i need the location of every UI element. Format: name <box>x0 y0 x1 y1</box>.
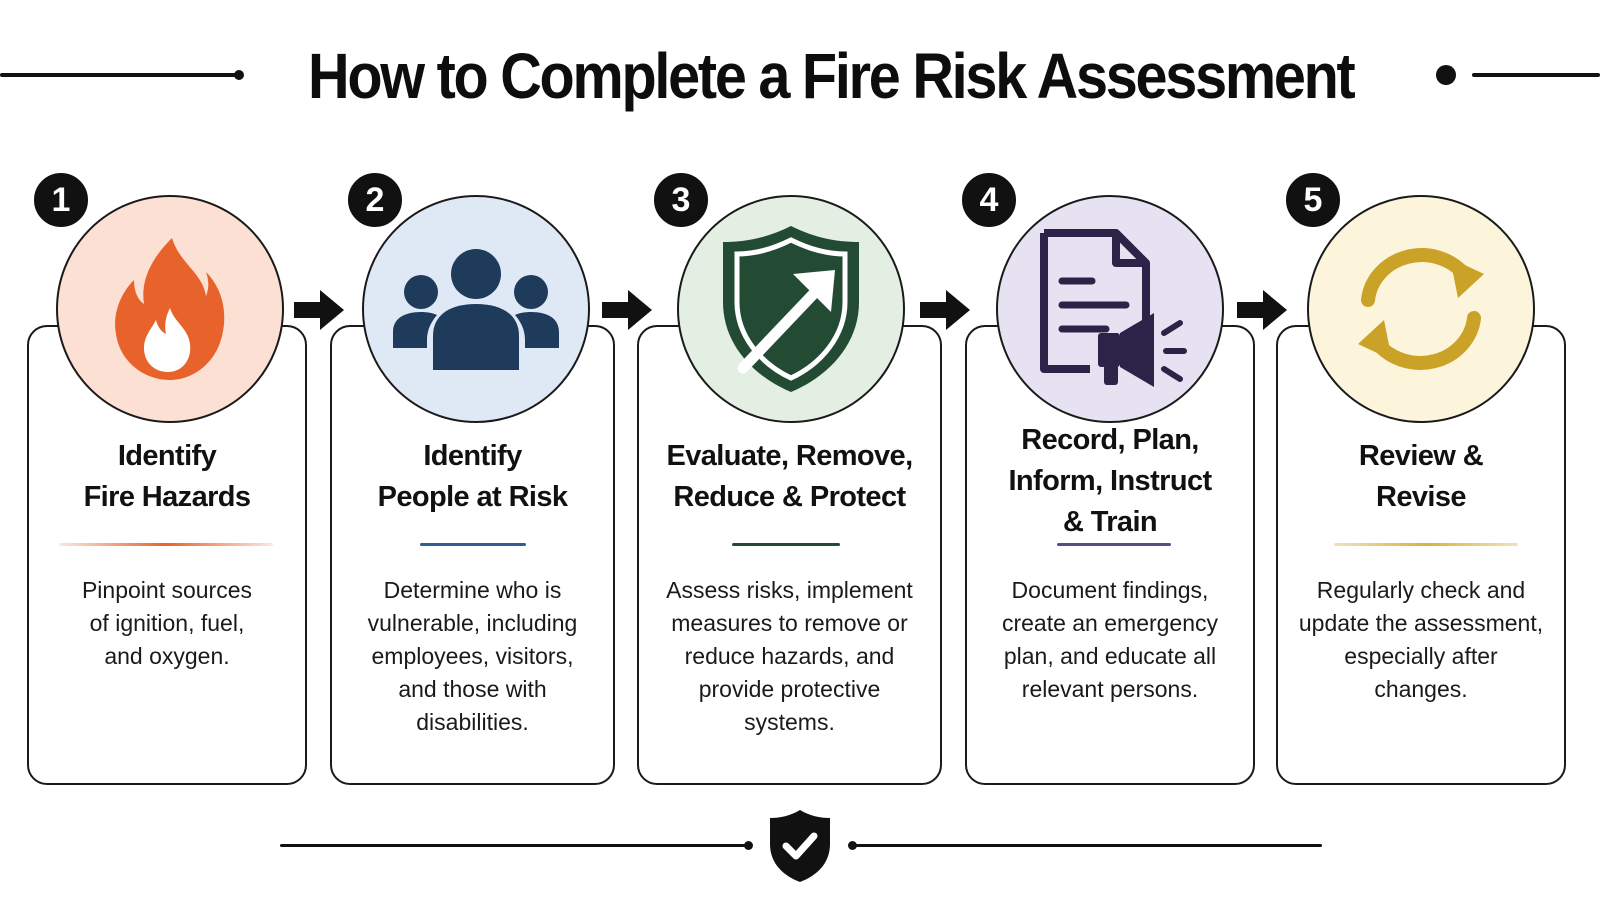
flame-icon <box>115 238 225 380</box>
step-identify-fire-hazards: 1 Identify Fire Hazards Pinpoint sources… <box>27 170 307 790</box>
footer-dot-left <box>744 841 753 850</box>
step-title: Evaluate, Remove, Reduce & Protect <box>666 440 913 513</box>
step-description: Assess risks, implement measures to remo… <box>666 577 913 735</box>
step-icon-circle <box>362 195 590 423</box>
step-title: Identify People at Risk <box>377 440 568 513</box>
step-number-badge: 2 <box>345 170 405 230</box>
step-number-badge: 5 <box>1283 170 1343 230</box>
step-divider <box>1334 543 1518 546</box>
step-description: Document findings, create an emergency p… <box>1001 577 1219 702</box>
step-icon-circle <box>56 195 284 423</box>
step-identify-people-at-risk: 2 Identify People at Risk Determine who … <box>330 170 615 790</box>
step-title: Identify Fire Hazards <box>83 440 251 513</box>
step-description: Determine who is vulnerable, including e… <box>367 577 578 735</box>
footer-rule-right <box>852 844 1322 847</box>
arrow-right-icon <box>602 290 652 330</box>
step-evaluate-remove-reduce-protect: 3 Evaluate, Remove, Reduce & Protect Ass… <box>637 170 942 790</box>
step-description: Pinpoint sources of ignition, fuel, and … <box>81 577 253 669</box>
step-record-plan-inform-instruct-train: 4 Record, Plan, Inform, Instruct & Train… <box>959 170 1255 790</box>
step-divider <box>59 543 273 546</box>
step-review-and-revise: 5 Review & Revise Regularly check and up… <box>1276 170 1566 790</box>
cycle-arrows-icon <box>1358 248 1484 370</box>
step-number-badge: 4 <box>959 170 1019 230</box>
step-icon-circle <box>996 195 1224 423</box>
step-divider <box>732 543 840 546</box>
document-megaphone-icon <box>1040 229 1187 387</box>
shield-arrow-icon <box>723 226 859 392</box>
shield-check-icon <box>770 810 830 882</box>
title-rule-left <box>0 73 238 77</box>
title-banner: How to Complete a Fire Risk Assessment <box>0 28 1600 128</box>
arrow-right-icon <box>294 290 344 330</box>
title-rule-right <box>1472 73 1600 77</box>
footer-rule-left <box>280 844 750 847</box>
page-title: How to Complete a Fire Risk Assessment <box>308 40 1356 112</box>
step-divider <box>420 543 526 546</box>
title-dot-right <box>1436 65 1456 85</box>
title-dot-left <box>234 70 244 80</box>
arrow-right-icon <box>920 290 970 330</box>
step-icon-circle <box>677 195 905 423</box>
step-description: Regularly check and update the assessmen… <box>1298 577 1544 702</box>
arrow-right-icon <box>1237 290 1287 330</box>
step-number-badge: 1 <box>31 170 91 230</box>
step-divider <box>1057 543 1171 546</box>
step-number-badge: 3 <box>651 170 711 230</box>
step-title: Record, Plan, Inform, Instruct & Train <box>1008 424 1212 538</box>
people-group-icon <box>393 249 559 370</box>
step-icon-circle <box>1307 195 1535 423</box>
step-title: Review & Revise <box>1358 440 1484 513</box>
